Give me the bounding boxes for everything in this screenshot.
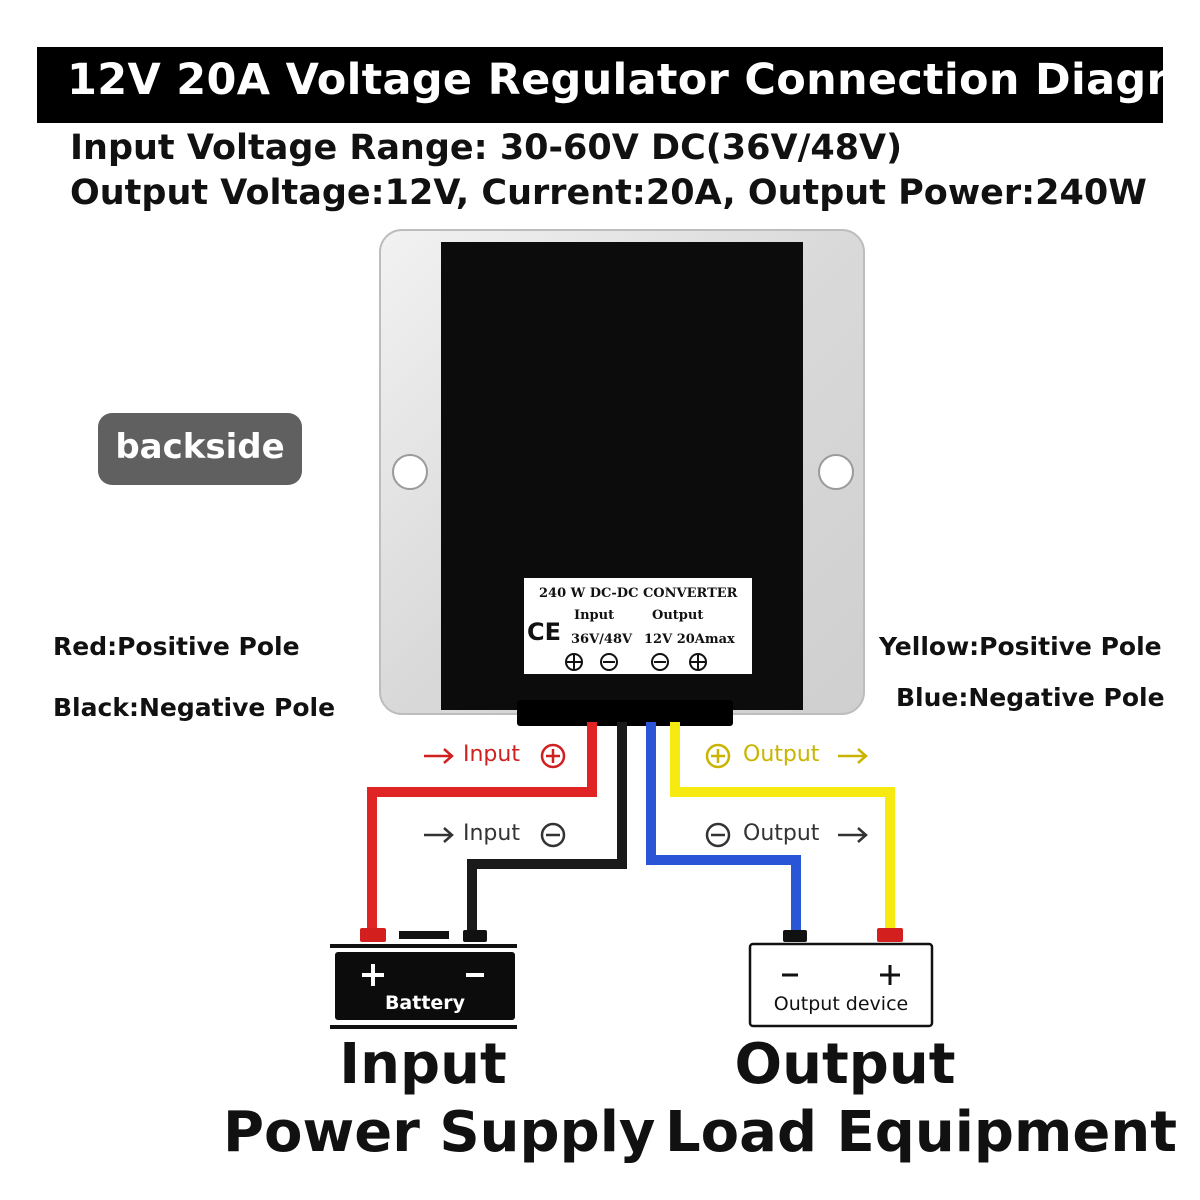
black-wire [467,722,627,930]
output-voltage-spec: Output Voltage:12V, Current:20A, Output … [70,173,1147,213]
output-positive-label: Output [743,742,820,767]
plus-circle-icon [540,743,566,769]
converter-label-title: 240 W DC-DC CONVERTER [539,586,738,601]
output-negative-label: Output [743,821,820,846]
battery-plus-icon [362,964,384,986]
converter-label-output-rating: 12V 20Amax [644,632,735,647]
arrow-right-icon [424,827,454,843]
page-title: 12V 20A Voltage Regulator Connection Dia… [67,55,1200,105]
minus-circle-icon [651,653,669,671]
device-positive-terminal [877,928,903,942]
input-caption-line2: Power Supply [223,1100,656,1165]
legend-yellow: Yellow:Positive Pole [879,632,1162,661]
minus-circle-icon [540,822,566,848]
converter-label-polarity-icons [565,653,707,671]
arrow-right-icon [424,748,454,764]
legend-red: Red:Positive Pole [53,632,300,661]
minus-circle-icon [705,822,731,848]
battery-positive-terminal [360,928,386,942]
ce-mark: CE [527,618,562,646]
red-wire [367,722,597,930]
arrow-right-icon [838,827,868,843]
legend-black: Black:Negative Pole [53,693,336,722]
battery-top-bar [399,931,449,939]
mounting-hole-left [392,454,428,490]
battery-label: Battery [384,992,466,1014]
battery-negative-terminal [463,930,487,942]
backside-badge: backside [98,413,302,485]
plus-circle-icon [565,653,583,671]
output-caption-line1: Output [734,1032,956,1097]
input-positive-label: Input [463,742,520,767]
device-plus-icon [880,965,900,985]
output-device-body [748,942,934,1028]
input-voltage-spec: Input Voltage Range: 30-60V DC(36V/48V) [70,128,903,168]
plus-circle-icon [689,653,707,671]
blue-wire [646,722,801,930]
plus-circle-icon [705,743,731,769]
converter-label: 240 W DC-DC CONVERTER Input Output CE 36… [524,578,752,674]
backside-label: backside [115,427,285,467]
cable-outlet [517,700,733,726]
converter-label-output: Output [652,608,704,623]
output-device-label: Output device [773,993,909,1015]
input-negative-label: Input [463,821,520,846]
mounting-hole-right [818,454,854,490]
converter-label-input-voltage: 36V/48V [571,632,633,647]
battery-body [335,952,515,1020]
input-caption-line1: Input [339,1032,507,1097]
title-bar: 12V 20A Voltage Regulator Connection Dia… [37,47,1200,123]
converter-label-input: Input [574,608,615,623]
device-negative-terminal [783,930,807,942]
minus-circle-icon [600,653,618,671]
output-caption-line2: Load Equipment [665,1100,1177,1165]
legend-blue: Blue:Negative Pole [896,683,1165,712]
arrow-right-icon [838,748,868,764]
yellow-wire [670,722,895,930]
